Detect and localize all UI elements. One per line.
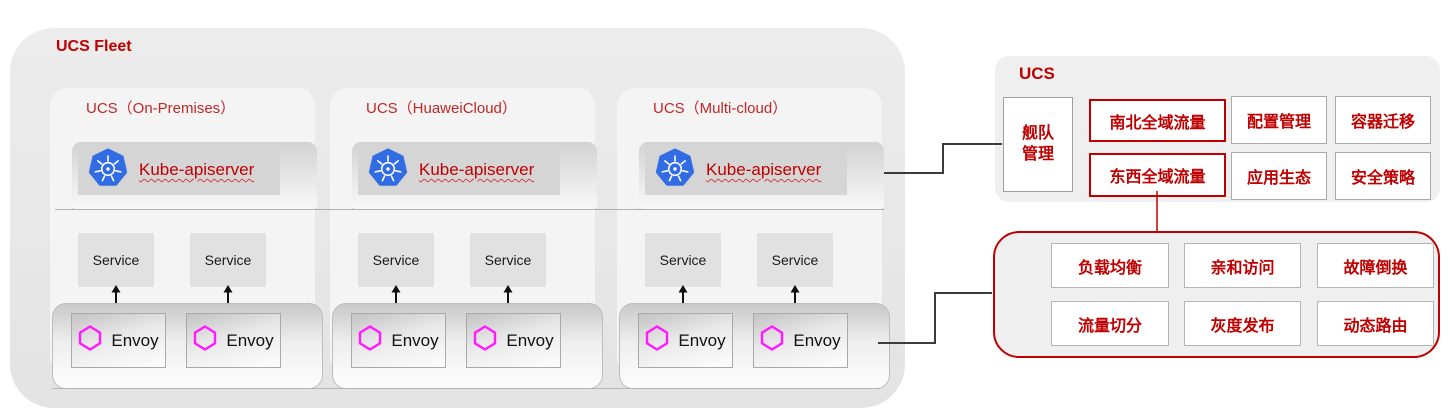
cluster-huaweicloud: UCS（HuaweiCloud） Kube-apiserver Service … [330,88,603,389]
ucs-fleet-panel: UCS Fleet UCS（On-Premises） Kube-apiserve… [10,28,905,408]
envoy-label: Envoy [391,330,439,350]
envoy-hexagon-icon [760,325,784,356]
capability-dynamic-routing: 动态路由 [1317,301,1434,346]
kube-apiserver-label: Kube-apiserver [419,160,535,179]
capability-load-balancing: 负载均衡 [1051,243,1169,288]
envoy-bar: Envoy Envoy [52,303,323,389]
cluster-title: UCS（On-Premises） [86,100,236,117]
feature-app-ecosystem: 应用生态 [1231,152,1327,200]
envoy-hexagon-icon [473,325,497,356]
feature-container-migration: 容器迁移 [1335,96,1431,144]
capability-traffic-splitting: 流量切分 [1051,301,1169,346]
apiserver-bar: Kube-apiserver [72,142,317,210]
service-box: Service [645,233,721,287]
envoy-box: Envoy [638,313,733,368]
envoy-label: Envoy [678,330,726,350]
envoy-box: Envoy [753,313,848,368]
envoy-box: Envoy [186,313,281,368]
service-box: Service [470,233,546,287]
feature-security-policy: 安全策略 [1335,152,1431,200]
service-box: Service [78,233,154,287]
envoy-bar: Envoy Envoy [619,303,890,389]
capability-affinity-access: 亲和访问 [1184,243,1301,288]
cluster-multi-cloud: UCS（Multi-cloud） Kube-apiserver Service … [617,88,890,389]
envoy-box: Envoy [466,313,561,368]
feature-config-management: 配置管理 [1231,96,1327,144]
envoy-hexagon-icon [358,325,382,356]
envoy-box: Envoy [351,313,446,368]
envoy-label: Envoy [506,330,554,350]
kube-apiserver-label: Kube-apiserver [139,160,255,179]
service-box: Service [757,233,833,287]
kube-apiserver-box: Kube-apiserver [645,145,847,195]
service-box: Service [190,233,266,287]
service-box: Service [358,233,434,287]
kubernetes-icon [655,148,695,193]
fleet-title: UCS Fleet [56,38,132,55]
traffic-capability-panel: 负载均衡 亲和访问 故障倒换 流量切分 灰度发布 动态路由 [993,231,1440,358]
kubernetes-icon [88,148,128,193]
fleet-management-box: 舰队管理 [1003,97,1073,192]
envoy-box: Envoy [71,313,166,368]
envoy-hexagon-icon [193,325,217,356]
feature-north-south-traffic: 南北全域流量 [1089,99,1226,142]
apiserver-bar: Kube-apiserver [352,142,597,210]
envoy-hexagon-icon [645,325,669,356]
envoy-bar: Envoy Envoy [332,303,603,389]
capability-failover: 故障倒换 [1317,243,1434,288]
kubernetes-icon [368,148,408,193]
feature-east-west-traffic: 东西全域流量 [1089,153,1226,197]
kube-apiserver-box: Kube-apiserver [358,145,560,195]
apiserver-bar: Kube-apiserver [639,142,884,210]
kube-apiserver-label: Kube-apiserver [706,160,822,179]
envoy-label: Envoy [793,330,841,350]
capability-gray-release: 灰度发布 [1184,301,1301,346]
cluster-on-premises: UCS（On-Premises） Kube-apiserver Service … [50,88,323,389]
envoy-hexagon-icon [78,325,102,356]
envoy-label: Envoy [226,330,274,350]
cluster-title: UCS（Multi-cloud） [653,100,788,117]
kube-apiserver-box: Kube-apiserver [78,145,280,195]
envoy-label: Envoy [111,330,159,350]
ucs-feature-panel: UCS 舰队管理 南北全域流量 配置管理 容器迁移 东西全域流量 应用生态 安全… [995,56,1440,202]
cluster-title: UCS（HuaweiCloud） [366,100,517,117]
ucs-panel-title: UCS [1019,64,1055,83]
